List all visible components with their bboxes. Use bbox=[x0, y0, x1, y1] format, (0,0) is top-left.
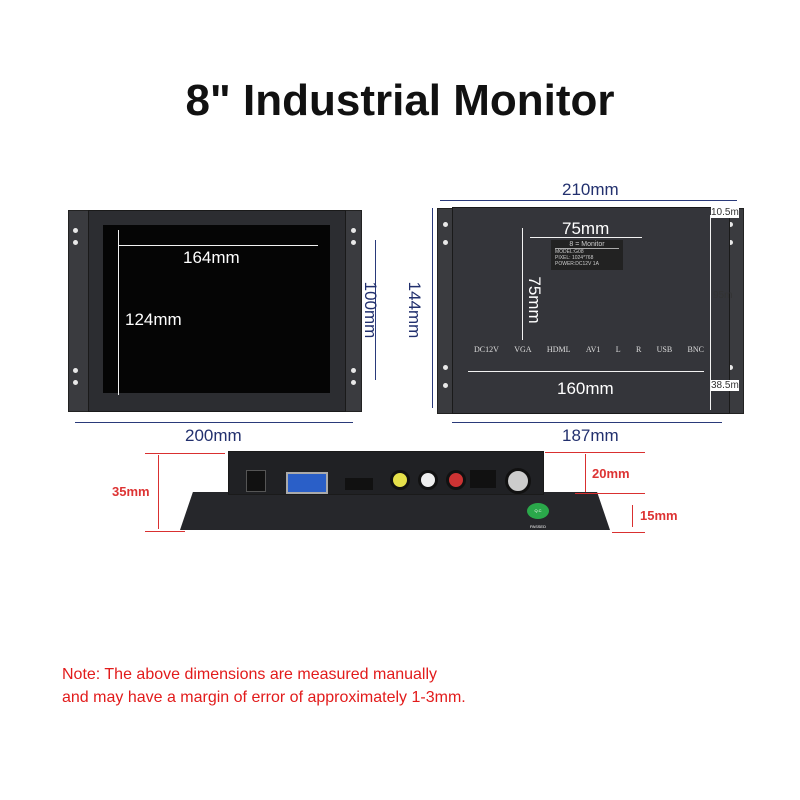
total-width-label: 200mm bbox=[185, 426, 242, 445]
mount-hole bbox=[443, 222, 448, 227]
inner-height-label: 124mm bbox=[125, 310, 182, 329]
port-label: AV1 bbox=[585, 345, 601, 354]
back-total-height-label: 144mm bbox=[405, 281, 424, 339]
mount-hole bbox=[73, 228, 78, 233]
dimension-arrow bbox=[585, 454, 586, 492]
bottom-offset-label: 38.5m bbox=[711, 380, 739, 391]
total-depth-label: 35mm bbox=[112, 484, 150, 499]
dimension-arrow bbox=[158, 455, 159, 529]
dimension-line bbox=[710, 215, 711, 410]
mount-hole bbox=[443, 383, 448, 388]
av-jack-yellow bbox=[390, 470, 410, 490]
dimension-line bbox=[118, 245, 318, 246]
vga-port bbox=[286, 472, 328, 494]
mount-hole bbox=[73, 368, 78, 373]
mount-hole bbox=[351, 240, 356, 245]
back-total-width-label: 210mm bbox=[562, 180, 619, 199]
port-label: DC12V bbox=[474, 345, 499, 354]
hdmi-port bbox=[345, 478, 373, 490]
dimension-line bbox=[75, 422, 353, 423]
side-box bbox=[228, 451, 544, 495]
dimension-line bbox=[440, 200, 737, 201]
qc-badge: Q.C PASSED bbox=[527, 503, 549, 529]
spec-label: 8 = Monitor MODEL:G08 PIXEL: 1024*768 PO… bbox=[551, 240, 623, 270]
ports-span-label: 160mm bbox=[557, 379, 614, 398]
port-label: L bbox=[615, 345, 621, 354]
port-label: HDML bbox=[546, 345, 571, 354]
spec-label-pixel: PIXEL: 1024*768 bbox=[555, 255, 594, 261]
port-labels: DC12V VGA HDML AV1 L R USB BNC bbox=[474, 345, 704, 354]
page-title: 8" Industrial Monitor bbox=[185, 76, 615, 125]
dimension-arrow bbox=[632, 505, 633, 527]
dimension-line bbox=[145, 453, 225, 454]
bnc-port bbox=[505, 468, 531, 494]
usb-port bbox=[470, 470, 496, 488]
vesa-horizontal-label: 75mm bbox=[562, 219, 610, 238]
port-label: USB bbox=[656, 345, 673, 354]
dimension-line bbox=[545, 452, 645, 453]
vesa-vertical-label: 75mm bbox=[525, 276, 544, 324]
inner-width-label: 164mm bbox=[183, 248, 240, 267]
dimension-line bbox=[452, 422, 722, 423]
mount-hole bbox=[728, 240, 733, 245]
mount-hole bbox=[351, 368, 356, 373]
mount-hole bbox=[443, 240, 448, 245]
mount-hole bbox=[73, 240, 78, 245]
spec-label-power: POWER:DC12V 1A bbox=[555, 261, 599, 267]
av-jack-red bbox=[446, 470, 466, 490]
spec-label-model: MODEL:G08 bbox=[555, 249, 584, 255]
body-width-label: 187mm bbox=[562, 426, 619, 445]
dimension-line bbox=[145, 531, 185, 532]
dimension-line bbox=[575, 493, 645, 494]
dimension-line bbox=[432, 208, 433, 408]
note-line-2: and may have a margin of error of approx… bbox=[62, 689, 466, 706]
dimension-line bbox=[468, 371, 704, 372]
dimension-line bbox=[612, 532, 645, 533]
box-depth-label: 20mm bbox=[592, 466, 630, 481]
mount-hole bbox=[351, 228, 356, 233]
middle-height-label: 95m bbox=[713, 290, 733, 301]
mount-hole bbox=[728, 222, 733, 227]
dimension-line bbox=[522, 228, 523, 340]
mount-hole bbox=[728, 365, 733, 370]
note-line-1: Note: The above dimensions are measured … bbox=[62, 666, 438, 683]
port-label: R bbox=[635, 345, 642, 354]
disclaimer-note: Note: The above dimensions are measured … bbox=[62, 663, 466, 709]
mount-hole bbox=[443, 365, 448, 370]
dc-jack bbox=[246, 470, 266, 492]
av-jack-white bbox=[418, 470, 438, 490]
dimension-line bbox=[530, 237, 642, 238]
dimension-line bbox=[375, 240, 376, 380]
screen bbox=[103, 225, 330, 393]
plate-depth-label: 15mm bbox=[640, 508, 678, 523]
top-offset-label: 10.5m bbox=[711, 207, 739, 218]
screen-height-label: 100mm bbox=[361, 281, 380, 339]
port-label: BNC bbox=[687, 345, 704, 354]
mount-hole bbox=[73, 380, 78, 385]
spec-label-title: 8 = Monitor bbox=[555, 241, 619, 249]
dimension-line bbox=[118, 230, 119, 395]
mount-hole bbox=[351, 380, 356, 385]
port-label: VGA bbox=[514, 345, 532, 354]
